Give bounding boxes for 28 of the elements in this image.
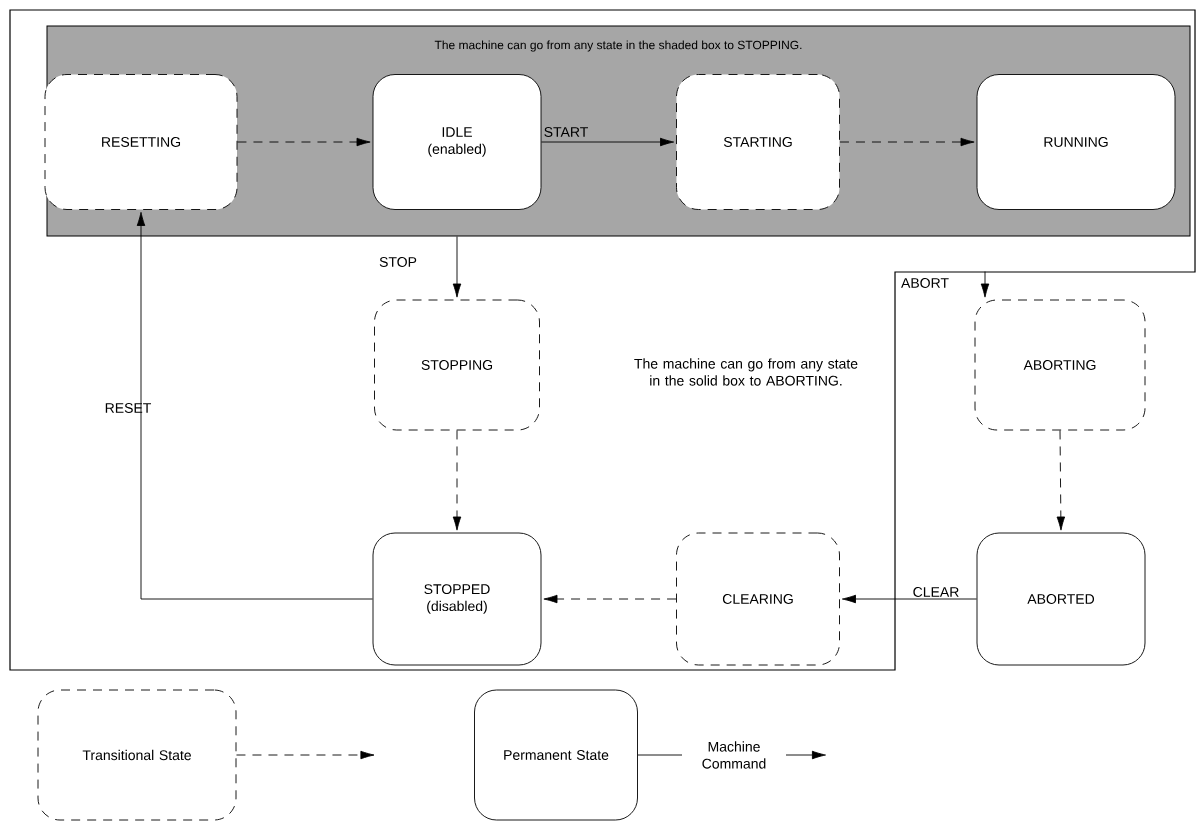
permanent-state-box: ABORTED [976, 532, 1146, 666]
transitional-state-box: RESETTING [44, 74, 238, 210]
arrow [452, 430, 462, 531]
transitional-state-box: STOPPING [374, 299, 540, 431]
transitional-state-box: ABORTING [974, 299, 1146, 431]
edge-label: RESET [105, 403, 151, 413]
permanent-state-box: Permanent State [474, 689, 638, 821]
arrow [236, 750, 375, 760]
permanent-state-box: IDLE (enabled) [372, 74, 542, 210]
arrow [452, 236, 462, 298]
transitional-state-box: STARTING [676, 74, 840, 210]
edge-label: STOP [379, 257, 417, 267]
arrow [541, 137, 675, 147]
arrow [237, 137, 371, 147]
edge-label: Machine Command [682, 739, 786, 771]
arrow [136, 211, 373, 600]
permanent-state-box: STOPPED (disabled) [372, 532, 542, 666]
transitional-state-box: CLEARING [676, 532, 840, 666]
edge-label: START [544, 127, 588, 137]
arrow [980, 271, 990, 298]
arrow [1056, 430, 1066, 531]
edge-label: CLEAR [913, 587, 959, 597]
arrow [839, 137, 975, 147]
arrow [543, 594, 677, 604]
edge-label: ABORT [901, 278, 949, 288]
transitional-state-box: Transitional State [37, 689, 237, 821]
permanent-state-box: RUNNING [976, 74, 1176, 210]
arrow [841, 594, 977, 604]
